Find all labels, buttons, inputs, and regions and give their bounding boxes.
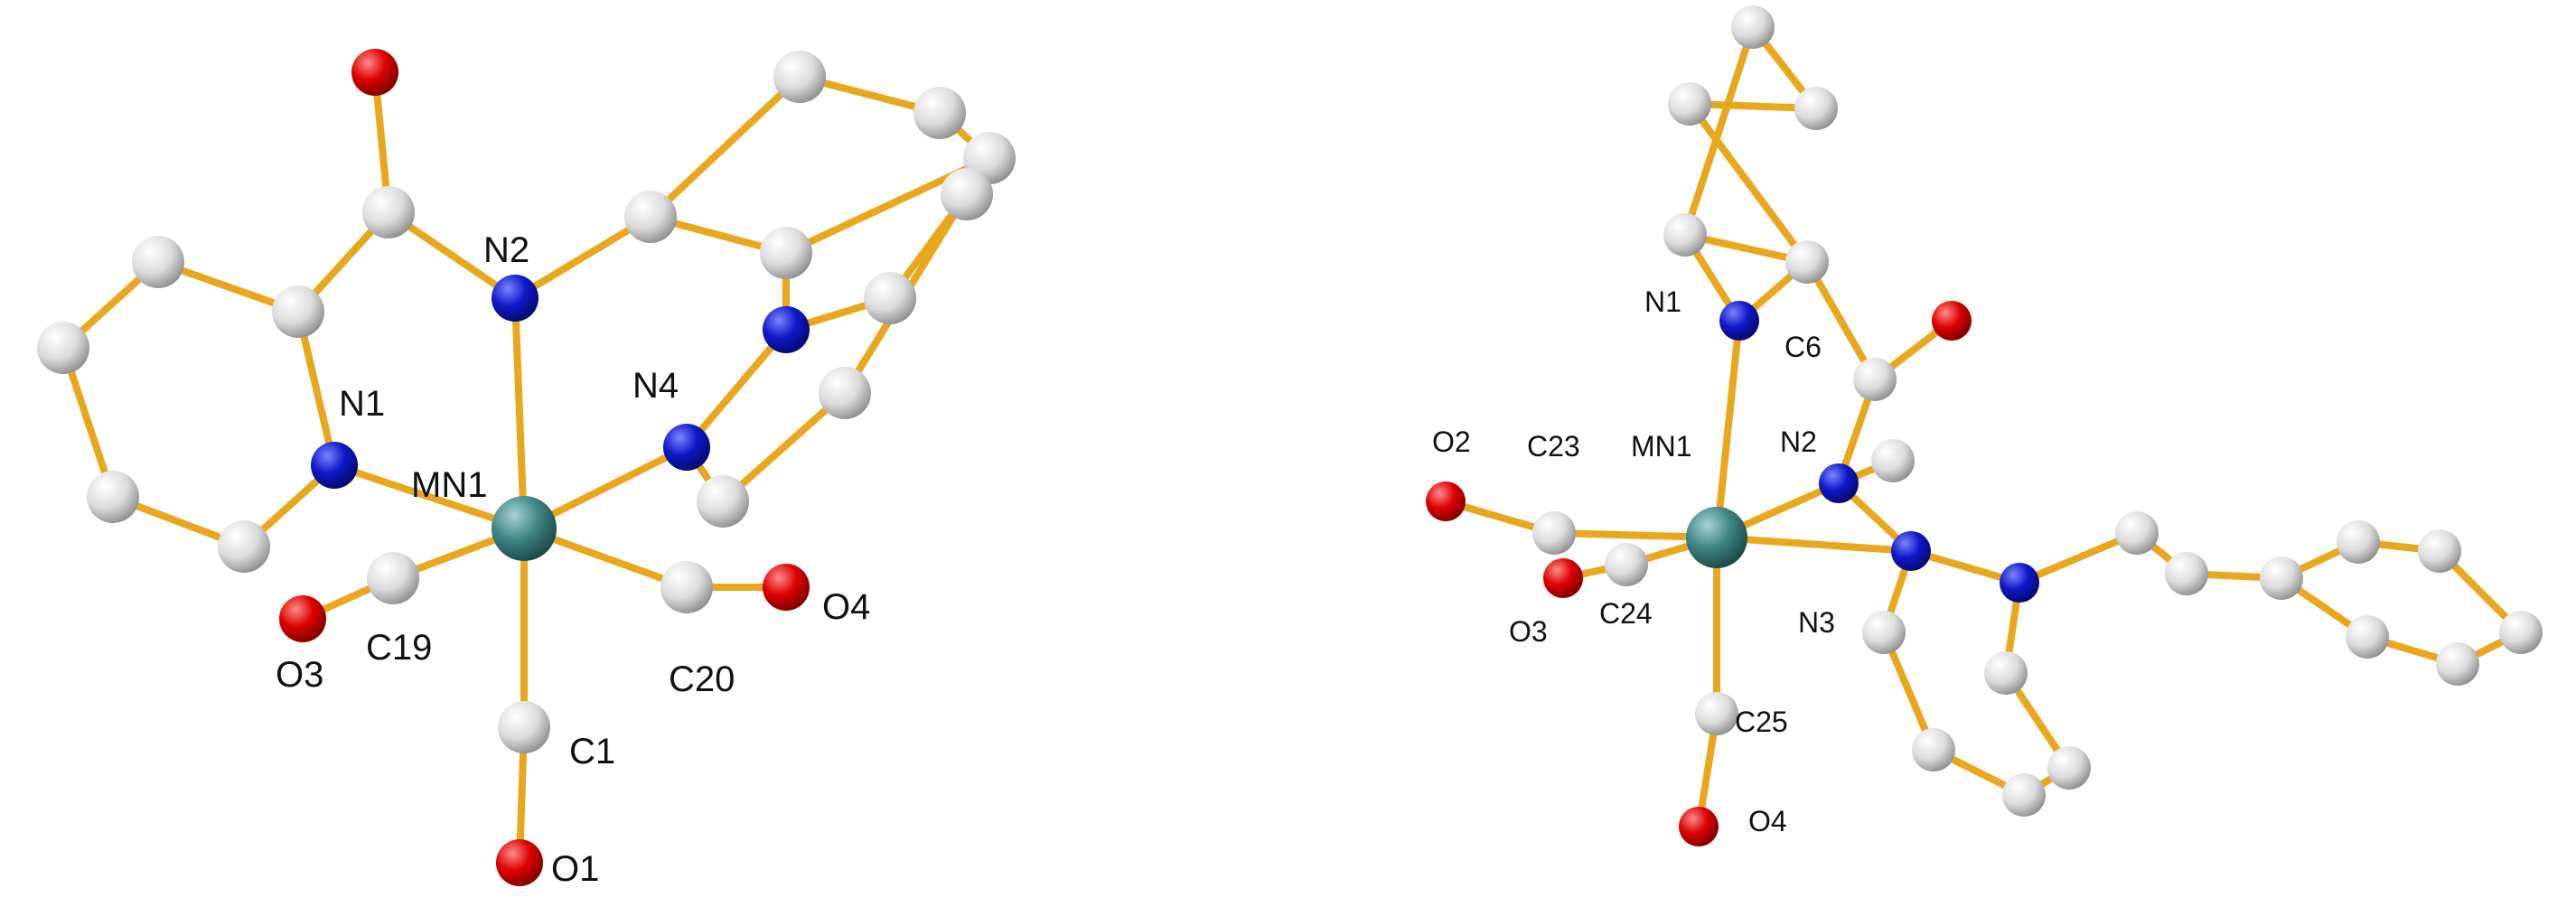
atom-n	[311, 442, 358, 489]
atom-o	[279, 595, 326, 642]
bond	[511, 295, 528, 532]
atom-c	[132, 236, 184, 288]
atom-label: O3	[276, 655, 323, 695]
atom-label: N1	[1644, 285, 1681, 318]
atom-label: C25	[1735, 706, 1788, 738]
atom-label: MN1	[1631, 430, 1692, 463]
atom-c	[2047, 746, 2091, 790]
atom-c	[660, 561, 713, 613]
atom-c	[367, 552, 419, 604]
bond	[511, 213, 654, 302]
bond	[331, 462, 528, 532]
atom-c	[2115, 511, 2159, 555]
atom-c	[272, 285, 324, 338]
atom-label: C19	[366, 628, 432, 668]
atom-n	[1819, 463, 1859, 503]
atom-c	[2418, 529, 2461, 573]
atom-c	[1663, 213, 1707, 257]
bond	[683, 326, 790, 451]
atom-label: C6	[1784, 331, 1822, 363]
atom-label: C20	[669, 659, 735, 699]
atom-c	[1912, 728, 1955, 771]
atom-c	[218, 520, 270, 573]
atom-c	[1862, 611, 1906, 654]
atom-c	[2165, 552, 2208, 595]
atom-o	[1932, 301, 1972, 341]
atom-c	[1794, 87, 1838, 130]
atom-c	[864, 272, 916, 324]
atom-label: N4	[632, 366, 679, 406]
atom-c	[87, 471, 139, 523]
atom-n	[1891, 531, 1931, 571]
atom-label: N2	[1780, 425, 1817, 458]
atom-n	[663, 424, 710, 471]
atom-label: N2	[483, 230, 529, 270]
atom-c	[2337, 520, 2380, 564]
bond	[1713, 317, 1743, 541]
atom-c	[1731, 5, 1775, 49]
atom-c	[941, 168, 993, 220]
atom-c	[819, 367, 871, 419]
atom-n	[763, 306, 810, 353]
atom-c	[1871, 439, 1915, 482]
atom-c	[37, 322, 89, 374]
atom-label: C24	[1599, 597, 1653, 630]
atom-c	[624, 191, 677, 243]
atom-c	[697, 475, 749, 528]
atom-o	[351, 49, 398, 96]
bonds-right	[1442, 23, 2524, 830]
atom-label: N3	[1798, 606, 1835, 639]
atoms-right	[1426, 5, 2543, 846]
atom-c	[2499, 611, 2543, 654]
bond	[295, 308, 338, 469]
atom-c	[1532, 511, 1576, 555]
atom-c	[2002, 773, 2046, 817]
bond	[1686, 100, 1811, 266]
atom-label: C23	[1527, 430, 1580, 463]
atom-mn	[1686, 507, 1747, 568]
atom-c	[362, 186, 415, 238]
bond	[1713, 534, 1915, 555]
atom-c	[2436, 642, 2479, 686]
atom-label: MN1	[411, 465, 487, 505]
atom-c	[1785, 240, 1829, 284]
bond	[647, 73, 803, 220]
atom-c	[1668, 82, 1711, 126]
atom-c	[913, 87, 966, 139]
atom-label: C1	[569, 732, 615, 771]
bond	[1681, 23, 1756, 238]
atom-label: O1	[551, 849, 599, 889]
atom-c	[1695, 692, 1738, 735]
atom-o	[496, 839, 543, 886]
atom-o	[1426, 482, 1466, 521]
atom-o	[763, 564, 810, 611]
atom-c	[760, 227, 812, 279]
atom-label: N1	[339, 384, 385, 424]
atom-n	[2000, 563, 2039, 603]
atoms-left	[37, 49, 1016, 886]
atom-c	[1853, 358, 1897, 401]
atom-c	[2260, 556, 2303, 600]
atom-c	[773, 51, 826, 103]
atom-mn	[492, 496, 557, 561]
atom-c	[1984, 651, 2028, 695]
atom-c	[1605, 543, 1648, 586]
bond	[719, 389, 848, 505]
atom-n	[1719, 301, 1759, 341]
atom-o	[1679, 807, 1719, 846]
bond	[1803, 258, 1878, 383]
atom-label: O4	[1748, 805, 1787, 837]
atom-c	[2346, 615, 2389, 659]
atom-label: O4	[822, 587, 870, 627]
atom-label: O2	[1432, 425, 1471, 458]
atom-label: O3	[1509, 615, 1548, 648]
atom-n	[492, 275, 539, 322]
atom-c	[498, 701, 550, 753]
atom-o	[1543, 558, 1583, 598]
